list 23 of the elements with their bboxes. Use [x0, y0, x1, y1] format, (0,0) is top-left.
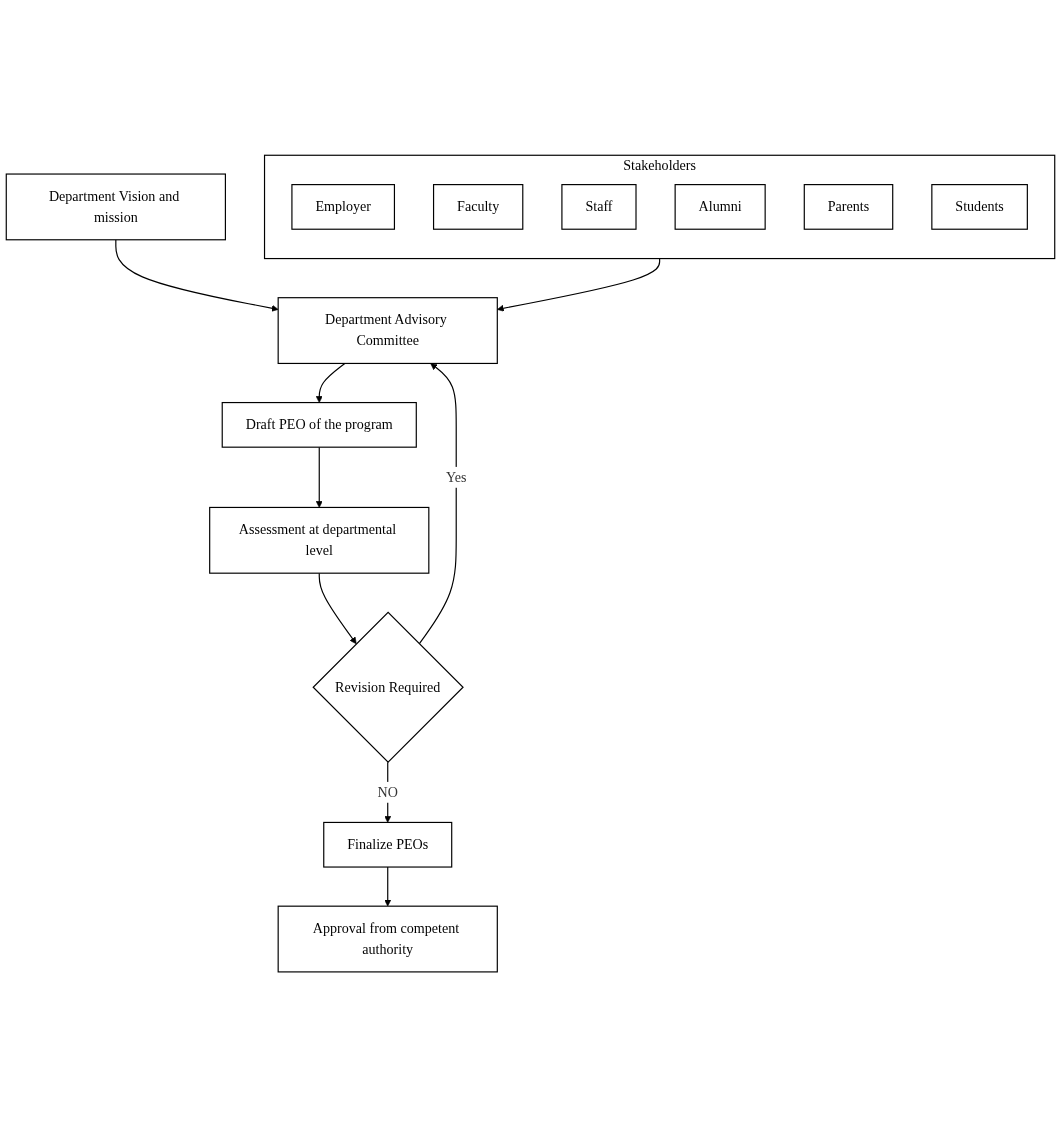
node-box: Faculty	[433, 183, 524, 230]
edge-label: Yes	[445, 469, 467, 485]
node-box: Assessment at departmental level	[209, 506, 430, 574]
node-box: Students	[931, 183, 1028, 230]
arrow	[384, 866, 392, 907]
node-box: Approval from competent authority	[277, 905, 498, 973]
arrow	[318, 572, 357, 644]
arrow	[497, 257, 661, 312]
arrow	[115, 239, 279, 312]
node-diamond: Revision Required	[312, 611, 464, 763]
node-box: Employer	[291, 183, 395, 230]
node-box: Department Vision and mission	[5, 173, 226, 241]
node-box: Staff	[561, 183, 637, 230]
node-box: Draft PEO of the program	[221, 401, 417, 448]
node-box: Parents	[803, 183, 894, 230]
node-box: Department Advisory Committee	[277, 297, 498, 364]
arrow	[315, 362, 346, 403]
edge-label: NO	[377, 783, 398, 800]
node-box: Finalize PEOs	[323, 821, 453, 868]
node-box: Alumni	[674, 183, 766, 230]
arrow	[418, 363, 457, 645]
arrow	[315, 446, 323, 508]
arrow	[384, 761, 392, 823]
